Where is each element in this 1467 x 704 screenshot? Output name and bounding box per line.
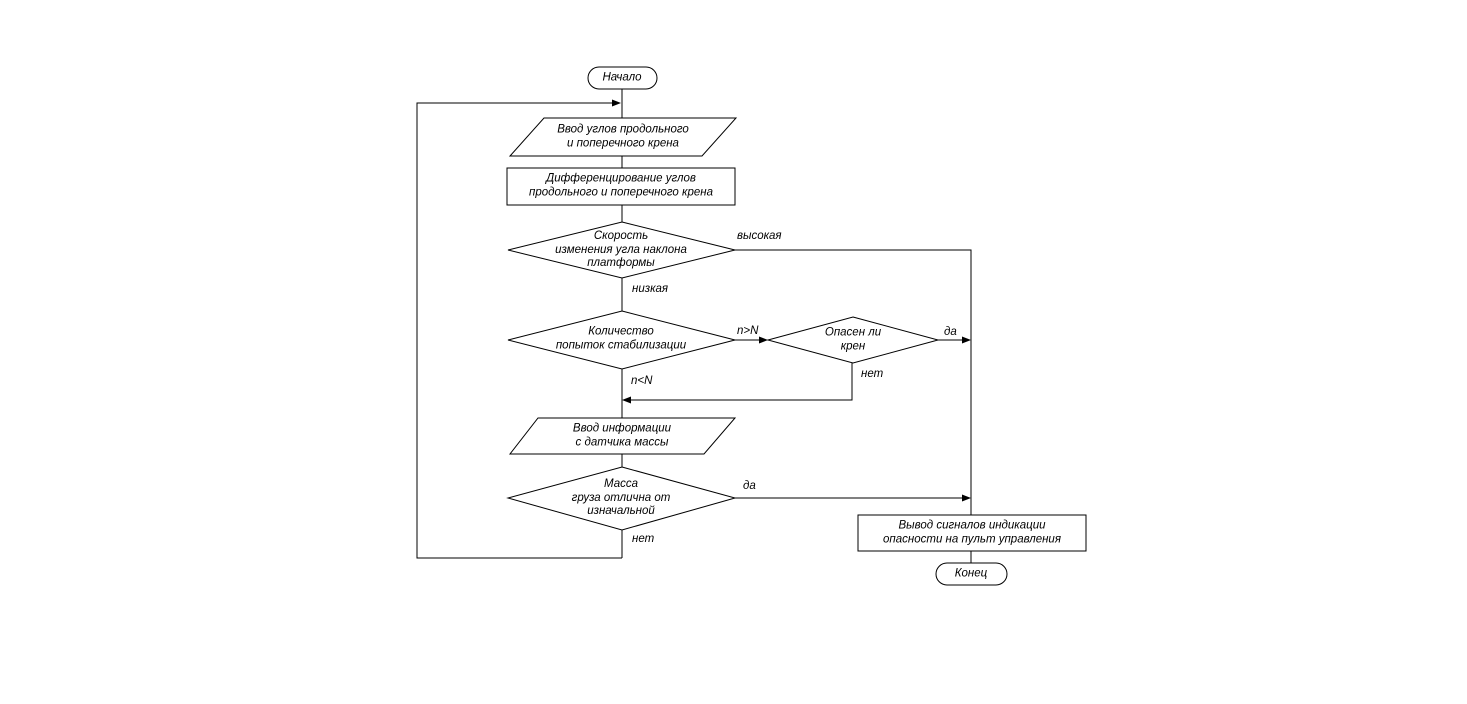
start-terminator-shape [587, 66, 658, 90]
output-signals-label: Вывод сигналов индикации опасности на пу… [883, 519, 1061, 546]
differentiate-label: Дифференцирование углов продольного и по… [529, 172, 713, 199]
edge-label-speed-high: высокая [737, 230, 782, 242]
connector-speed-high [735, 249, 972, 515]
arrowhead-loop-entry [612, 99, 621, 107]
arrowhead-mass-yes [962, 494, 971, 502]
start-terminator-label: Начало [602, 71, 642, 84]
input-mass-shape [508, 417, 737, 455]
connector-danger-no [631, 363, 853, 401]
edge-label-danger-no: нет [861, 368, 884, 380]
connector-loop-back [416, 102, 622, 559]
edge-label-mass-no: нет [632, 533, 655, 545]
end-terminator-label: Конец [954, 567, 988, 580]
input-angles-label: Ввод углов продольного и поперечного кре… [557, 123, 689, 150]
speed-decision-label: Скорость изменения угла наклона платформ… [555, 229, 687, 269]
mass-decision-label: Масса груза отлична от изначальной [571, 477, 671, 517]
danger-decision-label: Опасен ли крен [824, 326, 882, 353]
arrowhead-danger-no [622, 396, 631, 404]
attempts-decision-label: Количество попыток стабилизации [555, 325, 687, 352]
input-angles-shape [508, 117, 738, 157]
arrowhead-danger-yes [962, 336, 971, 344]
danger-decision-shape [766, 316, 940, 364]
differentiate-shape [506, 167, 736, 206]
input-mass-label: Ввод информации с датчика массы [572, 422, 672, 449]
edge-label-mass-yes: да [743, 480, 756, 492]
output-signals-shape [857, 514, 1087, 552]
mass-decision-shape [506, 466, 737, 531]
arrowhead-attempts-gt [759, 336, 768, 344]
speed-decision-shape [507, 221, 736, 279]
edge-label-speed-low: низкая [632, 283, 669, 295]
edge-label-attempts-lt: n<N [631, 375, 653, 387]
attempts-decision-shape [507, 310, 736, 370]
edge-label-danger-yes: да [944, 326, 957, 338]
edge-label-attempts-gt: n>N [737, 325, 759, 337]
end-terminator-shape [935, 562, 1008, 586]
